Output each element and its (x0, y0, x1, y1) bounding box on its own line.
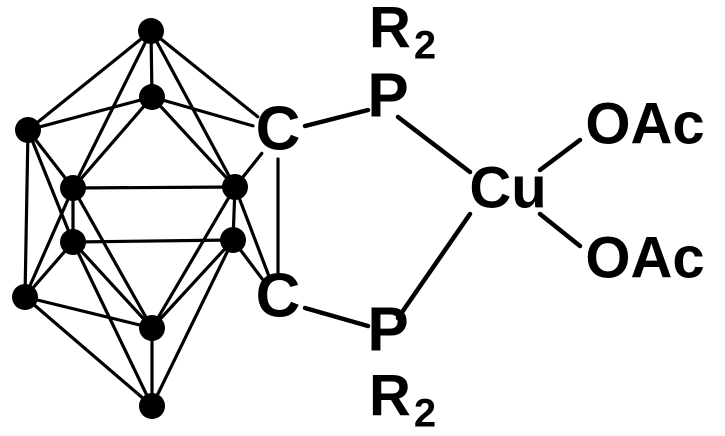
cage-edge (150, 95, 255, 128)
substituent-subscript-top: 2 (414, 24, 436, 68)
bond-p2-cu (395, 211, 473, 321)
substituent-label-top: R (369, 0, 411, 60)
cage-edge (71, 240, 154, 330)
boron-vertex (139, 393, 165, 419)
cage-edge (26, 29, 153, 132)
boron-vertex (138, 18, 164, 44)
coordination-bonds (302, 107, 583, 329)
boron-vertex (220, 227, 246, 253)
cage-edge (71, 240, 154, 408)
acetate-label-bottom: OAc (585, 225, 704, 290)
boron-vertex (60, 229, 86, 255)
boron-vertex (139, 315, 165, 341)
carbon-label-top: C (256, 94, 301, 163)
bond-p1-cu (395, 114, 473, 175)
phosphorus-label-top: P (367, 61, 408, 130)
boron-vertex (15, 117, 41, 143)
bond-c2-p2 (302, 305, 371, 329)
cage-edge (23, 295, 154, 330)
cage-edge (23, 295, 154, 408)
cage-edge (149, 29, 260, 119)
carborane-boron-vertices (12, 18, 248, 419)
cage-edge (23, 128, 30, 299)
phosphorus-label-bottom: P (367, 295, 408, 364)
bond-cu-oac2 (537, 211, 583, 249)
cage-edge (71, 185, 237, 190)
boron-vertex (222, 174, 248, 200)
metal-label-copper: Cu (469, 155, 546, 220)
bond-c1-p1 (302, 107, 371, 129)
cage-edge (71, 29, 153, 190)
boron-vertex (60, 175, 86, 201)
cage-edge (150, 238, 235, 330)
boron-vertex (139, 84, 165, 110)
substituent-label-bottom: R (369, 363, 411, 428)
substituent-subscript-bottom: 2 (414, 392, 436, 436)
cage-edge (150, 95, 237, 189)
cage-edge (71, 186, 154, 330)
carbon-label-bottom: C (256, 261, 301, 330)
cage-edge (150, 185, 237, 330)
cage-edge (71, 238, 235, 244)
cage-edge (26, 128, 75, 244)
cage-edge (150, 238, 235, 408)
cage-edge (71, 95, 154, 190)
bond-cu-oac1 (537, 137, 583, 173)
acetate-label-top: OAc (585, 91, 704, 156)
cage-edge (233, 185, 271, 278)
boron-vertex (12, 284, 38, 310)
cage-edge (23, 186, 75, 299)
cage-edge (26, 95, 154, 132)
